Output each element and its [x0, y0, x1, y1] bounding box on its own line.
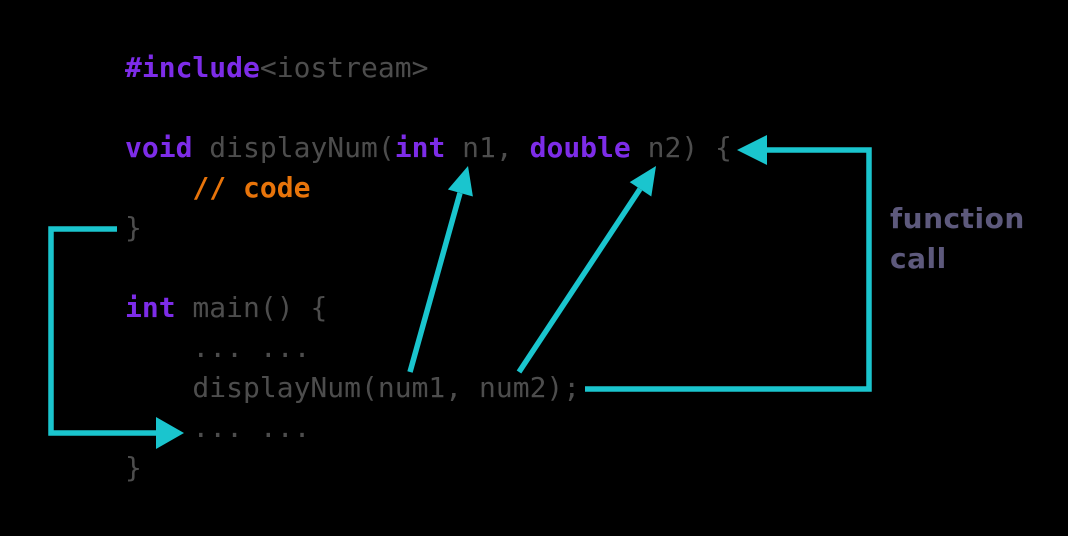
code-token-plain: }: [125, 451, 142, 484]
code-token-keyword: int: [394, 131, 446, 164]
code-token-plain: <iostream>: [259, 51, 429, 84]
code-token-comment: // code: [125, 171, 311, 204]
code-token-plain: displayNum(: [192, 131, 395, 164]
code-line: // code: [125, 168, 732, 208]
code-token-keyword: int: [125, 291, 176, 324]
code-token-plain: n1,: [445, 131, 530, 164]
code-line: }: [125, 208, 732, 248]
code-line: ... ...: [125, 408, 732, 448]
code-line: ... ...: [125, 328, 732, 368]
code-line: displayNum(num1, num2);: [125, 368, 732, 408]
code-token-plain: }: [125, 211, 142, 244]
arg-num1-to-n1-arrow: [407, 166, 473, 373]
code-token-plain: displayNum(num1, num2);: [125, 371, 581, 404]
code-line: }: [125, 448, 732, 488]
function-call-label: function call: [890, 202, 1025, 275]
code-token-keyword: void: [125, 131, 193, 164]
code-token-plain: main() {: [175, 291, 328, 324]
code-token-plain: ... ...: [125, 411, 311, 444]
code-token-keyword: double: [529, 131, 631, 164]
function-return-arrow: [48, 226, 184, 449]
code-line: [125, 248, 732, 288]
arg-num2-to-n2-arrow: [516, 166, 656, 374]
code-line: #include<iostream>: [125, 48, 732, 88]
function-call-arrow: [585, 135, 872, 392]
code-token-plain: n2) {: [630, 131, 732, 164]
code-token-plain: ... ...: [125, 331, 311, 364]
code-token-keyword: #include: [125, 51, 260, 84]
code-block: #include<iostream>void displayNum(int n1…: [125, 48, 732, 488]
code-line: [125, 88, 732, 128]
code-line: void displayNum(int n1, double n2) {: [125, 128, 732, 168]
code-line: int main() {: [125, 288, 732, 328]
